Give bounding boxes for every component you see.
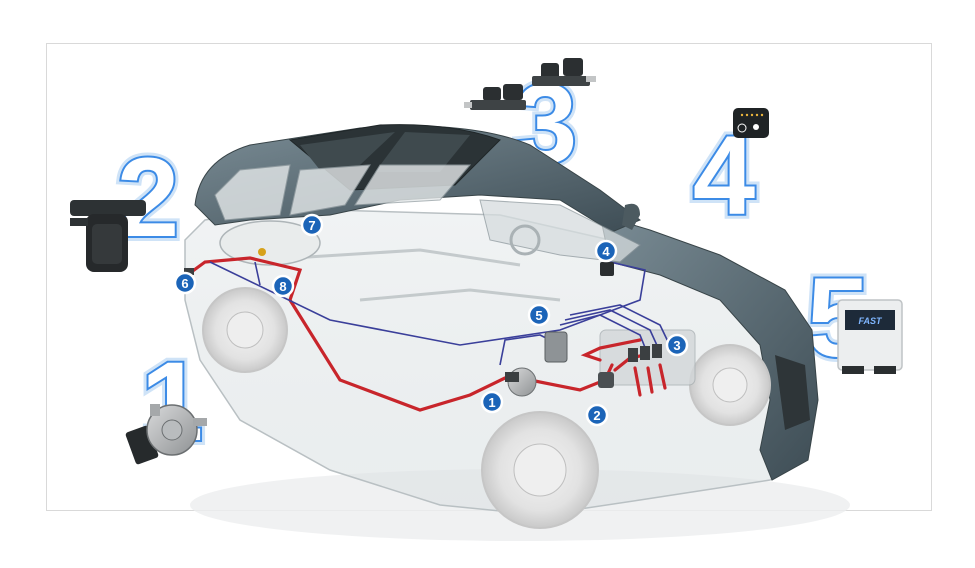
- component-switch-picture: [733, 108, 769, 138]
- badge-6: 6: [173, 271, 197, 295]
- car-switch-component: [600, 262, 614, 276]
- badge-4: 4: [594, 239, 618, 263]
- car-ecu-component: [544, 331, 568, 363]
- badge-1-label: 1: [488, 395, 495, 410]
- badge-7-label: 7: [308, 218, 315, 233]
- badge-5-label: 5: [535, 308, 542, 323]
- car-reducer-component: [505, 367, 537, 397]
- badge-4-label: 4: [602, 244, 610, 259]
- badge-1: 1: [480, 390, 504, 414]
- callout-number-2: 2: [117, 135, 179, 260]
- component-reducer-picture: [125, 404, 207, 465]
- car-injectors-component: [628, 344, 662, 362]
- component-injectors-picture: [464, 58, 596, 110]
- badge-3: 3: [665, 333, 689, 357]
- component-ecu-picture: FAST: [837, 299, 903, 374]
- component-filter-picture: [70, 200, 146, 272]
- ecu-brand-label: FAST: [858, 316, 883, 326]
- badge-6-label: 6: [181, 276, 188, 291]
- badge-3-label: 3: [673, 338, 680, 353]
- badge-2-label: 2: [593, 408, 600, 423]
- car-filter-component: [598, 372, 614, 388]
- component-badges: 1 2 3 4 5 6 7 8: [173, 213, 689, 427]
- badge-2: 2: [585, 403, 609, 427]
- badge-5: 5: [527, 303, 551, 327]
- badge-7: 7: [300, 213, 324, 237]
- badge-8: 8: [271, 274, 295, 298]
- badge-8-label: 8: [279, 279, 286, 294]
- car-filler-valve: [184, 268, 194, 275]
- car-components: [184, 262, 662, 397]
